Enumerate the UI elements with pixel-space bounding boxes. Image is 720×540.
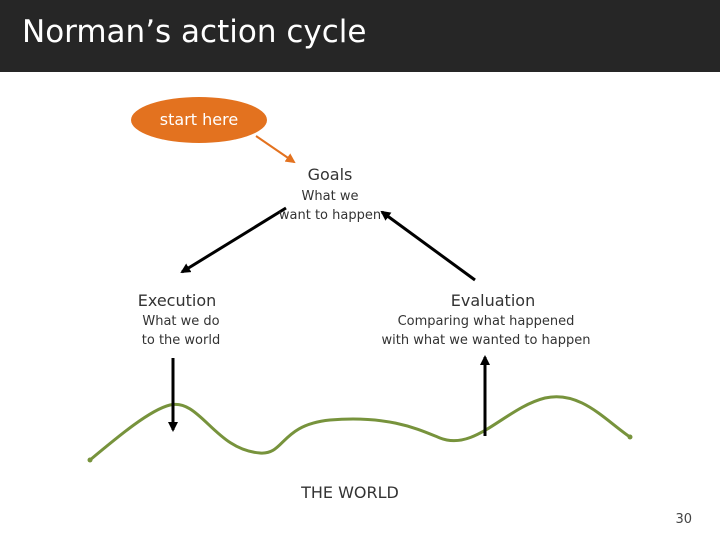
page-number: 30: [675, 512, 692, 527]
evaluation-title: Evaluation: [450, 291, 536, 310]
slide-title: Norman’s action cycle: [22, 14, 367, 50]
world-label: THE WORLD: [301, 483, 399, 502]
evaluation-desc-line1: Comparing what happened: [397, 314, 575, 329]
start-label: start here: [159, 110, 239, 129]
start-bubble: [131, 97, 267, 143]
world-curve: [88, 395, 632, 462]
goals-desc-line1: What we: [301, 189, 359, 204]
evaluation-to-goals-arrow: [380, 210, 476, 282]
world-curve-end: [627, 434, 633, 440]
goals-title: Goals: [307, 165, 353, 184]
goals-desc-line2: want to happen: [278, 208, 382, 223]
execution-title: Execution: [137, 291, 217, 310]
world-curve-start: [87, 457, 93, 463]
execution-desc-line1: What we do: [142, 314, 220, 329]
evaluation-desc-line2: with what we wanted to happen: [381, 333, 591, 348]
goals-to-execution-arrow: [180, 206, 287, 274]
execution-desc-line2: to the world: [141, 333, 221, 348]
title-bar: Norman’s action cycle: [0, 0, 720, 72]
start-to-goals-arrow: [255, 135, 296, 164]
